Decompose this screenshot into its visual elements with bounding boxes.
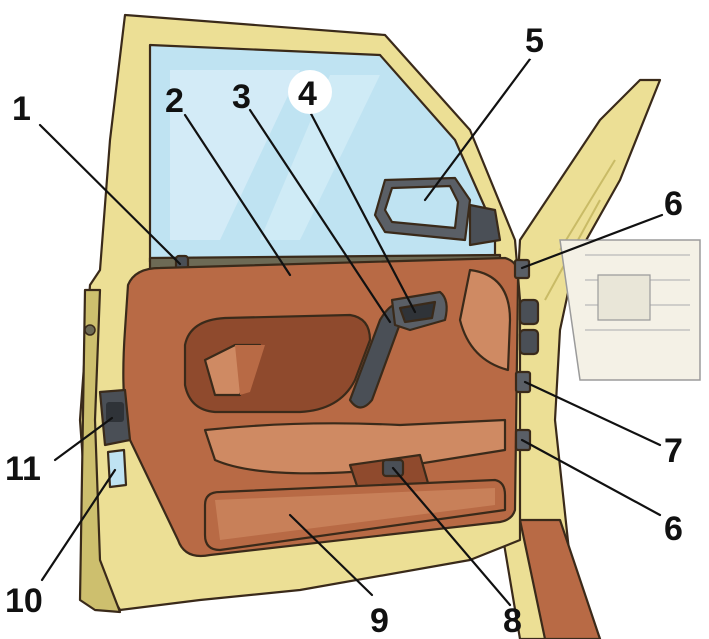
- callout-label-6a: 6: [664, 185, 683, 223]
- inner-door-handle: [390, 290, 448, 332]
- callout-label-11: 11: [5, 450, 41, 488]
- door-lock-mechanism: [98, 388, 132, 447]
- leader-6a: [520, 213, 664, 270]
- callout-label-2: 2: [165, 82, 184, 120]
- callout-labels: 1 2 3 4 5 6 6 7 8 9 10 11: [5, 16, 683, 639]
- callout-label-1: 1: [12, 90, 31, 128]
- leader-6b: [520, 438, 662, 517]
- callout-label-6b: 6: [664, 510, 683, 548]
- storage-pocket: [203, 478, 507, 552]
- callout-label-7: 7: [664, 432, 683, 470]
- leader-11: [53, 416, 114, 462]
- callout-badge-5: [515, 16, 559, 60]
- leader-5: [423, 53, 535, 202]
- leader-7: [523, 380, 662, 447]
- leader-4: [306, 106, 417, 314]
- leader-2: [183, 113, 292, 277]
- door-hinges: [513, 258, 540, 452]
- leader-lines: [38, 53, 664, 607]
- callout-label-10: 10: [5, 582, 43, 620]
- callout-label-4: 4: [298, 75, 317, 113]
- callout-badge-4: [288, 70, 332, 114]
- callout-label-3: 3: [232, 78, 251, 116]
- door-trim-panel: [122, 256, 520, 558]
- pull-handle: [348, 303, 407, 409]
- callout-label-8: 8: [503, 602, 522, 639]
- leader-3: [248, 108, 392, 324]
- car-body-pillar: [498, 78, 701, 639]
- leader-1: [38, 123, 182, 266]
- callout-label-9: 9: [370, 602, 389, 639]
- leader-8: [391, 466, 512, 607]
- leader-10: [40, 468, 117, 582]
- lock-striker: [106, 448, 128, 489]
- callout-label-5: 5: [525, 22, 544, 60]
- side-mirror: [373, 176, 502, 247]
- leader-9: [288, 513, 374, 597]
